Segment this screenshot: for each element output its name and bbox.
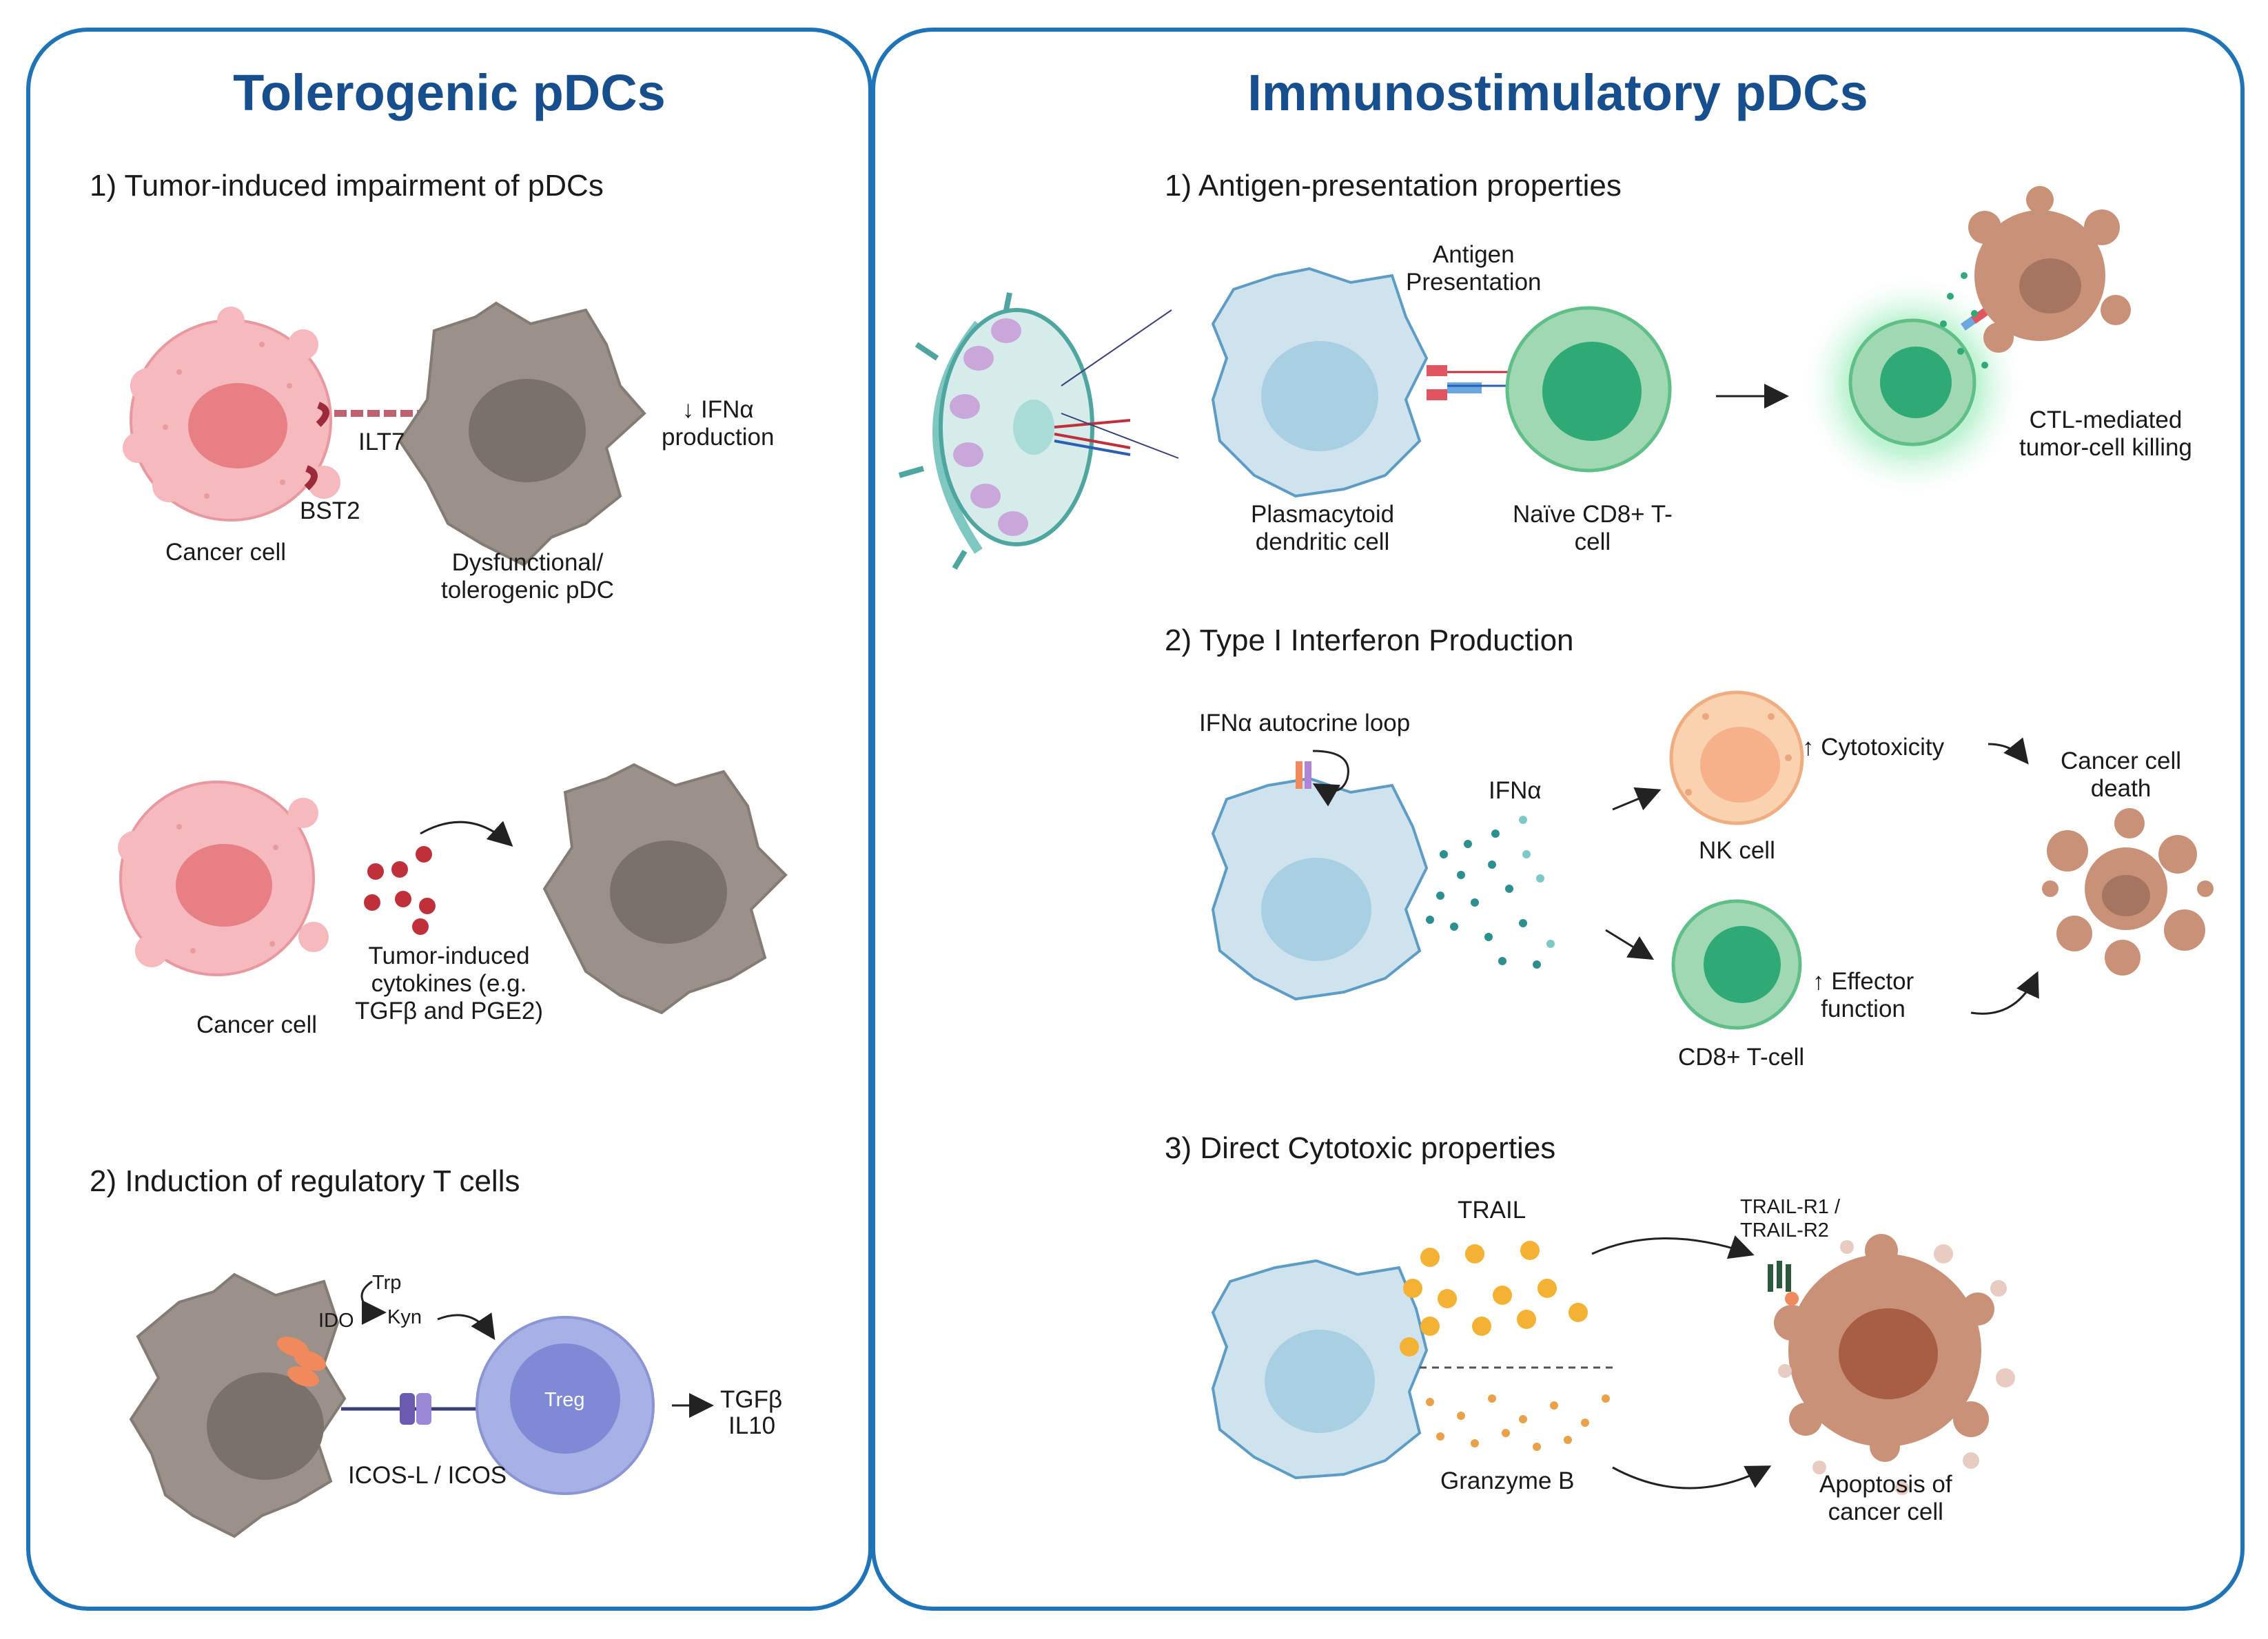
kyn-to-treg-arrow: [437, 1312, 496, 1340]
icos-complex: [341, 1393, 479, 1425]
antigen-line2: Presentation: [1406, 269, 1542, 296]
bst2-label: BST2: [300, 497, 360, 524]
antigen-line1: Antigen: [1432, 241, 1515, 268]
treg-cell: [476, 1316, 655, 1495]
ifna-line1: ↓ IFNα: [682, 396, 754, 423]
autocrine-loop-label: IFNα autocrine loop: [1199, 710, 1411, 736]
cytotoxicity-arrow: [1988, 737, 2029, 765]
ctl-line2: tumor-cell killing: [2019, 434, 2192, 461]
naive-cd8-label: Naïve CD8+ T- cell: [1513, 501, 1673, 556]
ilt7-label: ILT7: [358, 429, 405, 455]
apoptotic-cancer-cell: [1774, 1234, 2015, 1495]
trail-r-line2: TRAIL-R2: [1740, 1219, 1829, 1241]
cytokines-line3: TGFβ and PGE2): [355, 998, 543, 1024]
zoom-line-top: [1061, 309, 1172, 386]
tolerogenic-pdc-1: [398, 301, 646, 567]
apoptosis-line1: Apoptosis of: [1819, 1471, 1952, 1498]
dying-cancer-cell: [2042, 808, 2214, 976]
ifna-label: IFNα: [1489, 777, 1542, 804]
cd8-t-cell: [1671, 899, 1802, 1030]
cytokines-line2: cytokines (e.g.: [371, 970, 527, 997]
pdc-line1: Plasmacytoid: [1251, 501, 1395, 528]
apoptosis-label: Apoptosis of cancer cell: [1819, 1471, 1952, 1526]
death-line2: death: [2090, 775, 2152, 802]
ctl-line1: CTL-mediated: [2029, 406, 2183, 433]
tolerogenic-pdc-2: [542, 763, 788, 1015]
ifna-to-nk-arrow: [1612, 787, 1662, 811]
cancer-cell-1-label: Cancer cell: [165, 539, 287, 566]
plasmacytoid-dc-3: [1211, 1259, 1429, 1480]
dysfunctional-line2: tolerogenic pDC: [441, 577, 614, 604]
treg-label: Treg: [544, 1389, 585, 1411]
left-section2-heading: 2) Induction of regulatory T cells: [90, 1164, 520, 1198]
effector-arrow: [1970, 971, 2039, 1015]
trail-arrow: [1591, 1235, 1755, 1259]
pdc-label: Plasmacytoid dendritic cell: [1251, 501, 1394, 556]
right-section3-heading: 3) Direct Cytotoxic properties: [1165, 1131, 1556, 1165]
cancer-cell-2-label: Cancer cell: [196, 1011, 318, 1038]
right-section2-heading: 2) Type I Interferon Production: [1165, 623, 1574, 657]
trail-r-line1: TRAIL-R1 /: [1740, 1196, 1841, 1218]
ctl-killing-label: CTL-mediated tumor-cell killing: [2019, 406, 2192, 462]
plasmacytoid-dc-2: [1211, 761, 1429, 1001]
granzyme-label: Granzyme B: [1440, 1467, 1575, 1494]
trail-molecules: [1400, 1241, 1588, 1357]
cancer-cell-1: [123, 307, 340, 522]
trail-label: TRAIL: [1458, 1197, 1526, 1224]
icos-label: ICOS-L / ICOS: [348, 1462, 507, 1489]
lymph-node: [898, 292, 1131, 570]
cancer-cell-2: [118, 781, 329, 976]
naive-line2: cell: [1574, 528, 1611, 555]
naive-cd8-t-cell: [1505, 306, 1672, 473]
antigen-presentation-label: Antigen Presentation: [1406, 241, 1542, 296]
cancer-cell-death-label: Cancer cell death: [2061, 748, 2181, 803]
granzyme-arrow: [1612, 1465, 1772, 1489]
trp-label: Trp: [372, 1272, 402, 1294]
effector-function-label: ↑ Effector function: [1812, 968, 1914, 1023]
cytotoxicity-label: ↑ Cytotoxicity: [1802, 734, 1945, 761]
zoom-line-bottom: [1061, 413, 1179, 459]
il10-label: IL10: [728, 1412, 776, 1439]
target-tumor-cell: [1940, 186, 2131, 369]
death-line1: Cancer cell: [2061, 748, 2182, 774]
trail-receptor-label: TRAIL-R1 / TRAIL-R2: [1740, 1195, 1840, 1242]
trail-receptors: [1768, 1261, 1799, 1306]
left-section1-heading: 1) Tumor-induced impairment of pDCs: [90, 169, 604, 203]
ido-enzyme: [277, 1337, 326, 1387]
ifna-to-cd8-arrow: [1605, 929, 1655, 960]
tgfb-label: TGFβ: [720, 1386, 783, 1413]
cytokine-arrow: [420, 821, 513, 847]
right-panel-title: Immunostimulatory pDCs: [1247, 64, 1868, 121]
dysfunctional-line1: Dysfunctional/: [451, 549, 604, 576]
cytokines-line1: Tumor-induced: [368, 942, 530, 969]
nk-cell-label: NK cell: [1699, 837, 1775, 864]
ifna-production-label: ↓ IFNα production: [662, 396, 774, 451]
kyn-label: Kyn: [387, 1306, 422, 1328]
antigen-mhc-tcr: [1427, 365, 1513, 400]
left-panel-title: Tolerogenic pDCs: [233, 64, 666, 121]
right-section1-heading: 1) Antigen-presentation properties: [1165, 169, 1622, 203]
cd8-cell-label: CD8+ T-cell: [1678, 1044, 1805, 1071]
cytokines-label: Tumor-induced cytokines (e.g. TGFβ and P…: [355, 942, 543, 1025]
ido-label: IDO: [318, 1310, 354, 1332]
activated-ctl: [1799, 272, 2026, 499]
effector-line2: function: [1821, 996, 1906, 1022]
naive-line1: Naïve CD8+ T-: [1513, 501, 1673, 528]
cytokine-dots: [364, 846, 436, 935]
pdc-line2: dendritic cell: [1255, 528, 1390, 555]
ifna-line2: production: [662, 424, 775, 451]
plasmacytoid-dc-1: [1211, 267, 1429, 498]
apoptosis-line2: cancer cell: [1828, 1498, 1943, 1525]
tolerogenic-pdc-3: [129, 1272, 347, 1538]
nk-cell: [1669, 690, 1804, 825]
granzyme-dots: [1426, 1394, 1610, 1451]
effector-line1: ↑ Effector: [1812, 968, 1914, 995]
dysfunctional-pdc-label: Dysfunctional/ tolerogenic pDC: [441, 549, 614, 604]
trp-kyn-arrow: [360, 1280, 387, 1325]
ifna-dots: [1426, 816, 1555, 969]
autocrine-loop-arrow: [1312, 750, 1349, 807]
